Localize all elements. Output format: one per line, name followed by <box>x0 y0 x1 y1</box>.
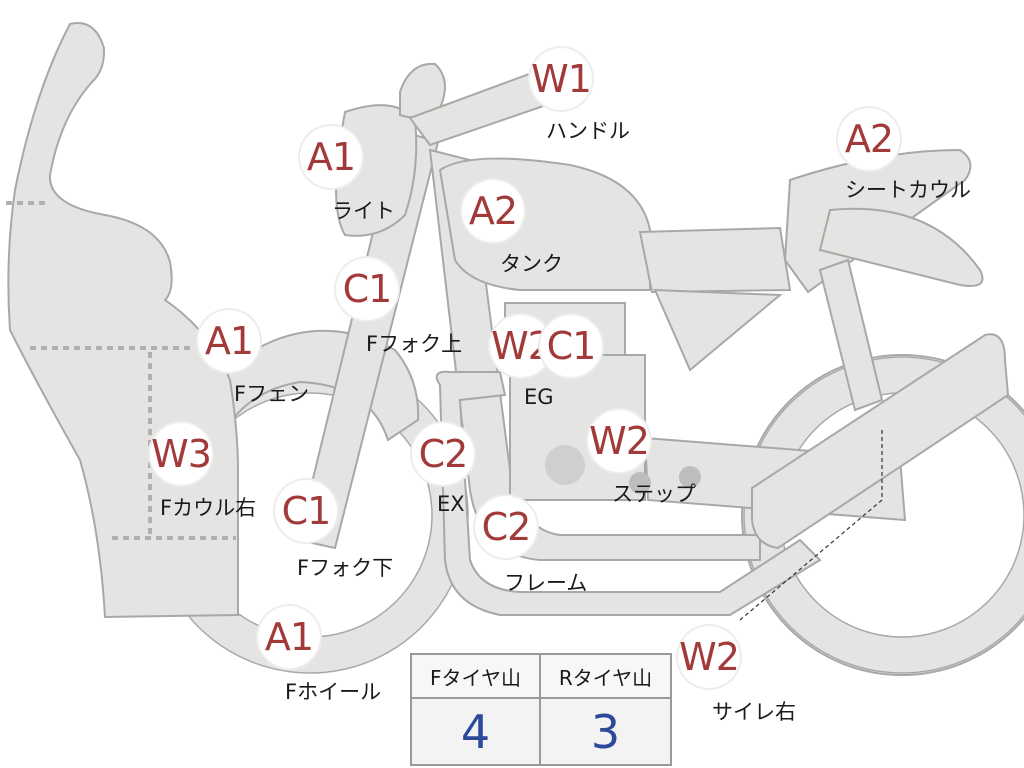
tire-tread-table: Fタイヤ山 Rタイヤ山 4 3 <box>410 653 672 766</box>
f-fork-lower-code-badge[interactable]: C1 <box>275 480 337 542</box>
eg-c1-code-badge[interactable]: C1 <box>540 315 602 377</box>
front-tire-tread-header: Fタイヤ山 <box>412 655 541 699</box>
seat-rail-shape <box>818 258 884 412</box>
step-code-badge[interactable]: W2 <box>588 410 650 472</box>
f-fork-upper-code-badge[interactable]: C1 <box>336 258 398 320</box>
f-cowl-right-label: Fカウル右 <box>160 496 257 520</box>
step-peg-rear-shape <box>679 466 701 488</box>
step-peg-shape <box>629 472 651 494</box>
fairing-dash-mid <box>30 346 190 535</box>
seat-under-shape <box>653 288 783 372</box>
light-code-badge[interactable]: A1 <box>300 126 362 188</box>
f-fender-label: Fフェン <box>234 382 310 406</box>
tank-label: タンク <box>500 252 563 276</box>
silencer-right-code-badge[interactable]: W2 <box>678 626 740 688</box>
front-fairing-shape <box>7 22 239 619</box>
f-cowl-right-code-badge[interactable]: W3 <box>150 423 212 485</box>
f-fork-upper-label: Fフォク上 <box>366 332 463 356</box>
silencer-leader-line <box>739 430 883 621</box>
f-wheel-label: Fホイール <box>285 680 382 704</box>
f-fork-lower-label: Fフォク下 <box>297 556 394 580</box>
front-tire-tread-value: 4 <box>412 699 541 764</box>
f-wheel-code-badge[interactable]: A1 <box>258 606 320 668</box>
silencer-right-label: サイレ右 <box>712 700 796 724</box>
seat-shape <box>638 226 792 294</box>
f-fender-code-badge[interactable]: A1 <box>198 310 260 372</box>
frame-down-shape <box>435 370 822 616</box>
frame-code-badge[interactable]: C2 <box>475 496 537 558</box>
handle-label: ハンドル <box>546 119 630 143</box>
eg-label: EG <box>524 385 554 409</box>
step-label: ステップ <box>612 482 696 506</box>
eg-code-badge[interactable]: W2 <box>490 315 552 377</box>
ex-label: EX <box>437 492 465 516</box>
seat-cowl-code-badge[interactable]: A2 <box>838 108 900 170</box>
rear-tire-tread-value: 3 <box>541 699 670 764</box>
rear-cowl-tail-shape <box>818 207 984 287</box>
frame-label: フレーム <box>504 571 588 595</box>
tank-code-badge[interactable]: A2 <box>462 180 524 242</box>
handle-code-badge[interactable]: W1 <box>530 48 592 110</box>
seat-cowl-label: シートカウル <box>845 178 971 202</box>
ex-code-badge[interactable]: C2 <box>412 423 474 485</box>
engine-cover-shape <box>545 445 585 485</box>
light-label: ライト <box>332 199 395 223</box>
rear-tire-tread-header: Rタイヤ山 <box>541 655 670 699</box>
muffler-shape <box>751 333 1010 550</box>
